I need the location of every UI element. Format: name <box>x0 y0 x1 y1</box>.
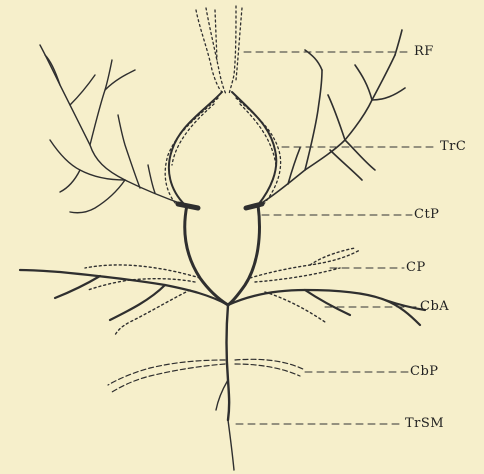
label-rf: RF <box>414 44 434 59</box>
label-trc: TrC <box>440 139 466 154</box>
cba-solid-branches <box>20 270 425 325</box>
central-vessel-ring <box>169 92 276 305</box>
label-cbp: CbP <box>410 364 439 379</box>
dotted-circle-arcs <box>165 98 280 206</box>
label-trsm: TrSM <box>405 416 444 431</box>
trsm-trunk <box>216 305 234 470</box>
left-upper-tree <box>40 45 185 213</box>
right-upper-tree <box>260 30 405 204</box>
cp-dotted-branches <box>85 248 360 335</box>
leader-lines <box>236 52 438 424</box>
label-cp: CP <box>406 260 426 275</box>
label-ctp: CtP <box>414 207 439 222</box>
rf-dotted-vessels <box>196 6 242 94</box>
label-cba: CbA <box>420 299 449 314</box>
cbp-dashed-vessels <box>108 359 305 392</box>
